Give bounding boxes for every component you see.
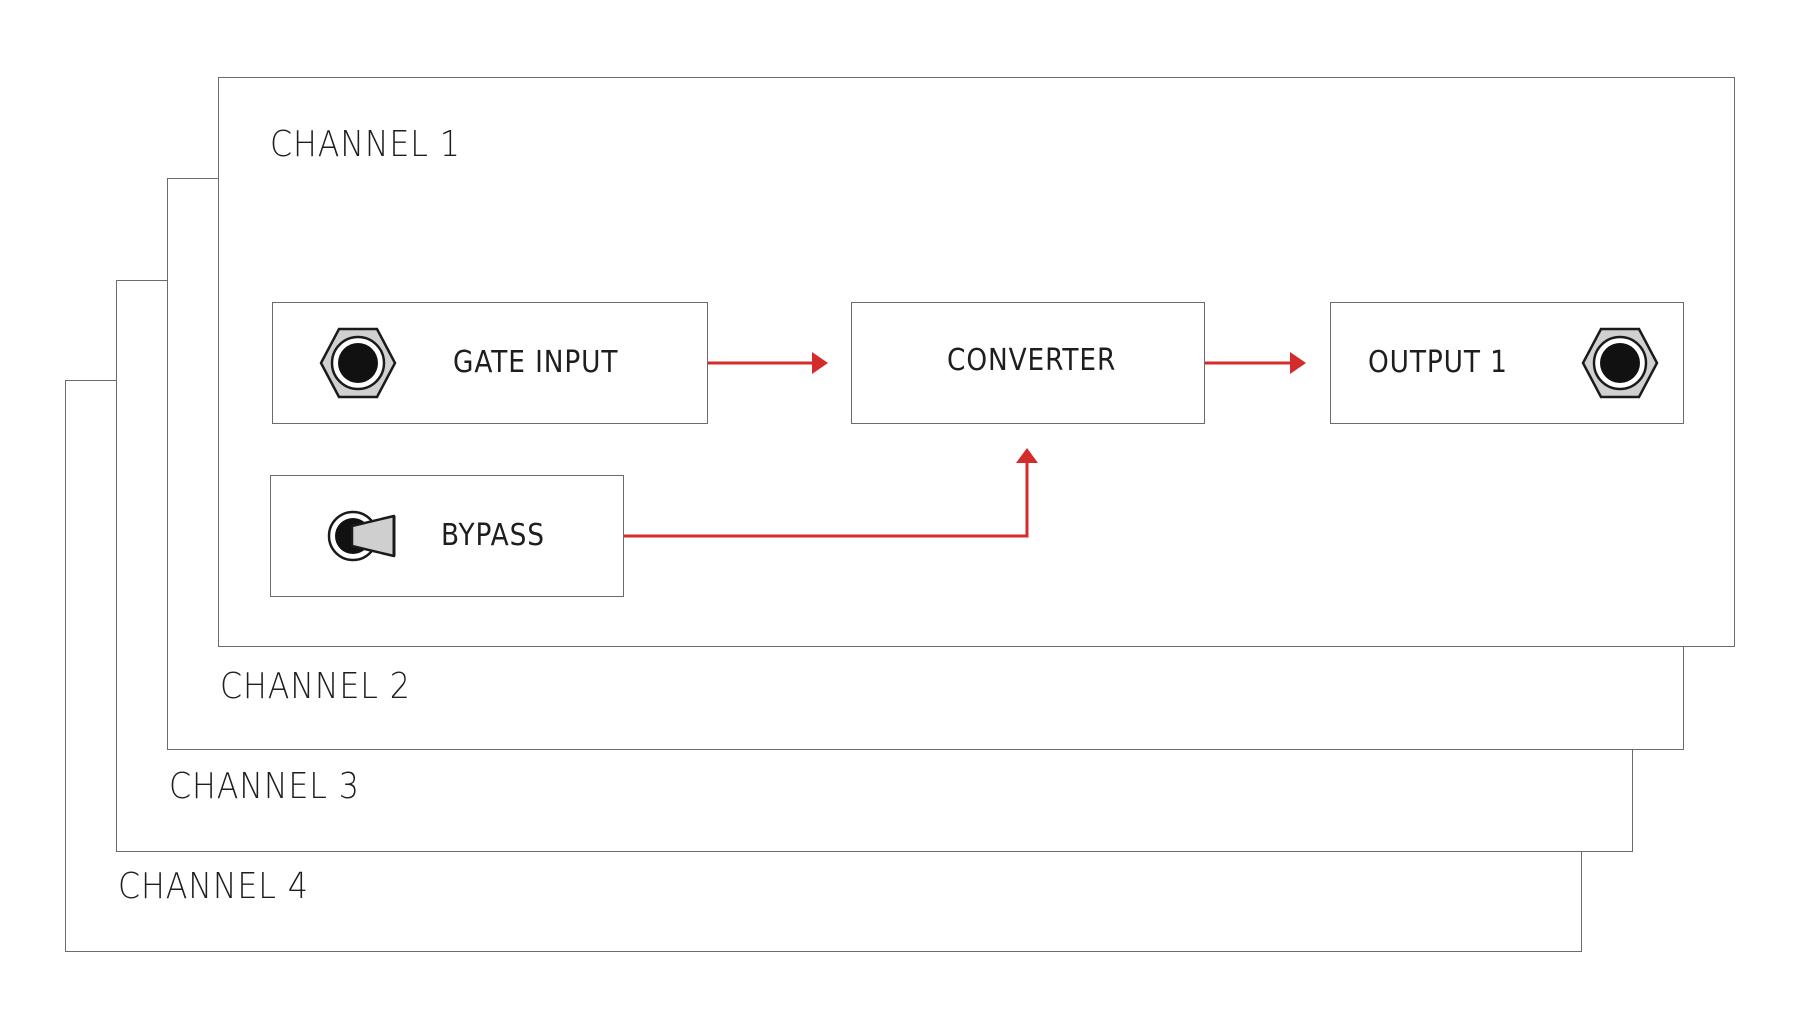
output-1-block: OUTPUT 1 xyxy=(1330,302,1684,424)
gate-input-label: GATE INPUT xyxy=(453,345,619,380)
channel-1-label: CHANNEL 1 xyxy=(270,124,461,165)
converter-label: CONVERTER xyxy=(947,343,1117,378)
jack-socket-icon xyxy=(319,327,397,399)
gate-input-block: GATE INPUT xyxy=(272,302,708,424)
toggle-switch-icon xyxy=(327,510,396,562)
jack-socket-icon xyxy=(1581,327,1659,399)
converter-block: CONVERTER xyxy=(851,302,1205,424)
bypass-block: BYPASS xyxy=(270,475,624,597)
bypass-label: BYPASS xyxy=(441,518,545,553)
output-1-label: OUTPUT 1 xyxy=(1368,345,1508,380)
channel-4-label: CHANNEL 4 xyxy=(118,866,309,907)
channel-3-label: CHANNEL 3 xyxy=(169,766,360,807)
channel-2-label: CHANNEL 2 xyxy=(220,666,411,707)
